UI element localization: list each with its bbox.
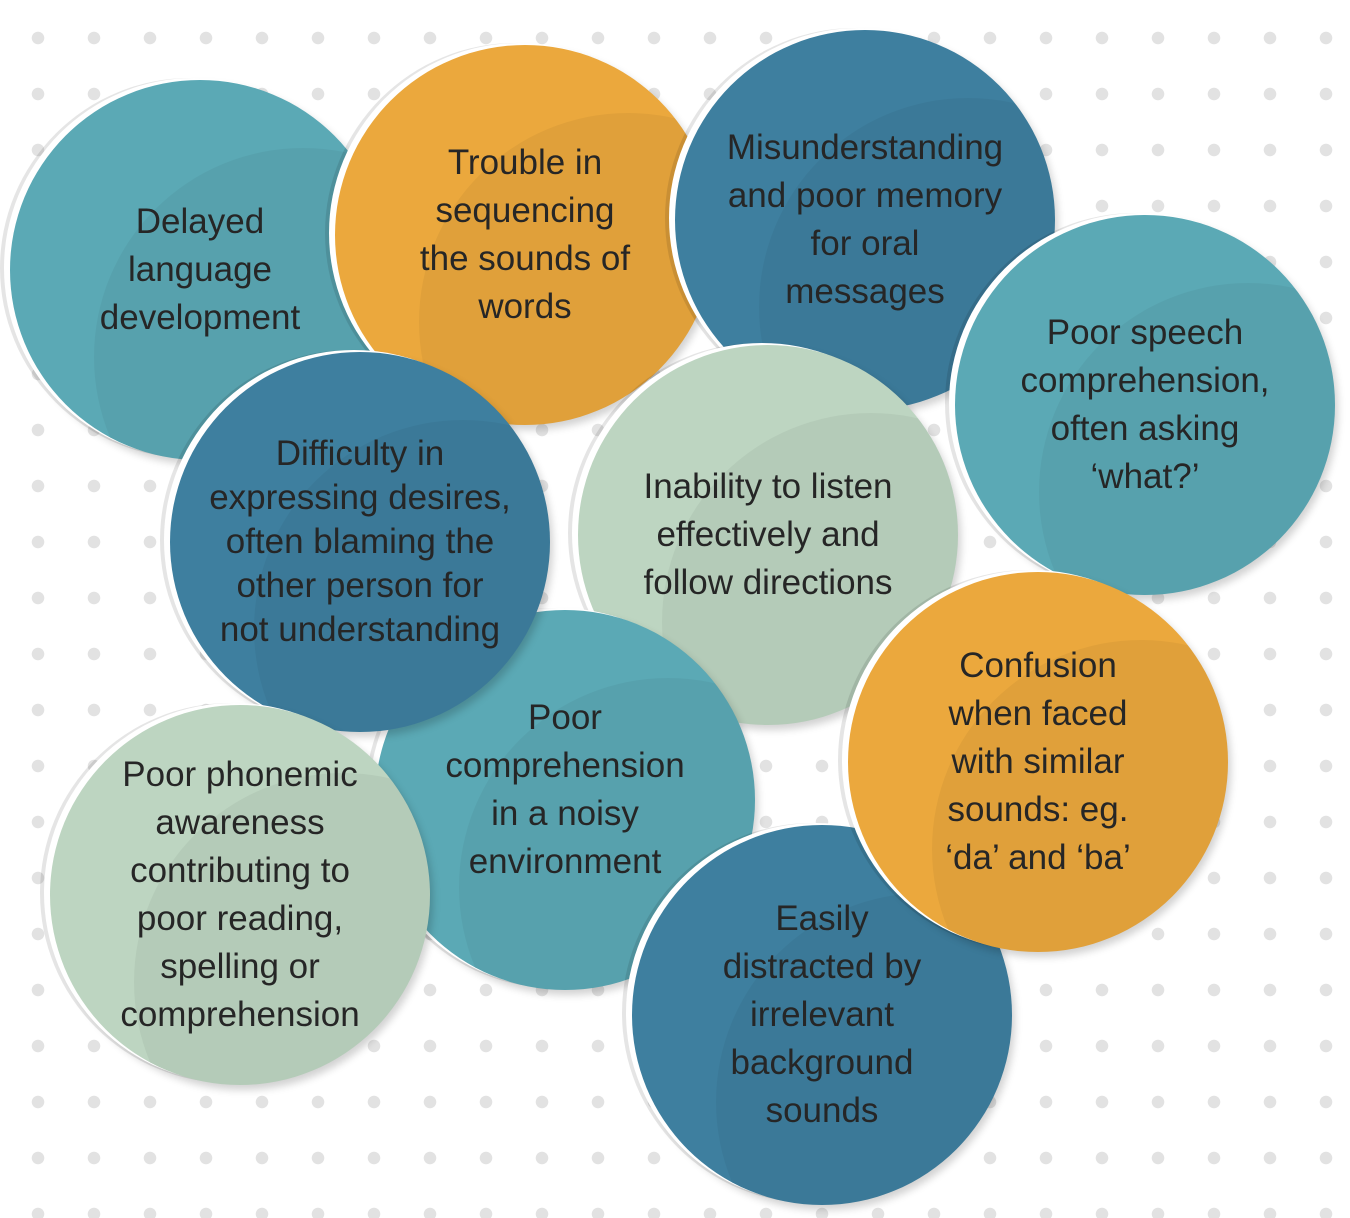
circle-sequencing-sounds: Trouble in sequencing the sounds of word… — [335, 45, 715, 425]
circle-label: Easily distracted by irrelevant backgrou… — [722, 899, 922, 1130]
circle-background-sounds: Easily distracted by irrelevant backgrou… — [632, 825, 1012, 1205]
circle-label: Poor comprehension in a noisy environmen… — [445, 698, 685, 881]
circle-label: Misunderstanding and poor memory for ora… — [726, 128, 1004, 311]
circle-label: Delayed language development — [99, 202, 301, 337]
circle-similar-sounds: Confusion when faced with similar sounds… — [848, 572, 1228, 952]
circle-label: Confusion when faced with similar sounds… — [945, 646, 1131, 877]
circle-speech-comprehension: Poor speech comprehension, often asking … — [955, 215, 1335, 595]
circle-phonemic-awareness: Poor phonemic awareness contributing to … — [50, 705, 430, 1085]
circle-label: Poor phonemic awareness contributing to … — [120, 755, 360, 1034]
circle-label: Trouble in sequencing the sounds of word… — [419, 143, 631, 326]
circle-label: Poor speech comprehension, often asking … — [1020, 313, 1270, 496]
circle-label: Difficulty in expressing desires, often … — [209, 434, 511, 649]
circle-label: Inability to listen effectively and foll… — [643, 467, 893, 602]
circle-expressing-desires: Difficulty in expressing desires, often … — [170, 352, 550, 732]
